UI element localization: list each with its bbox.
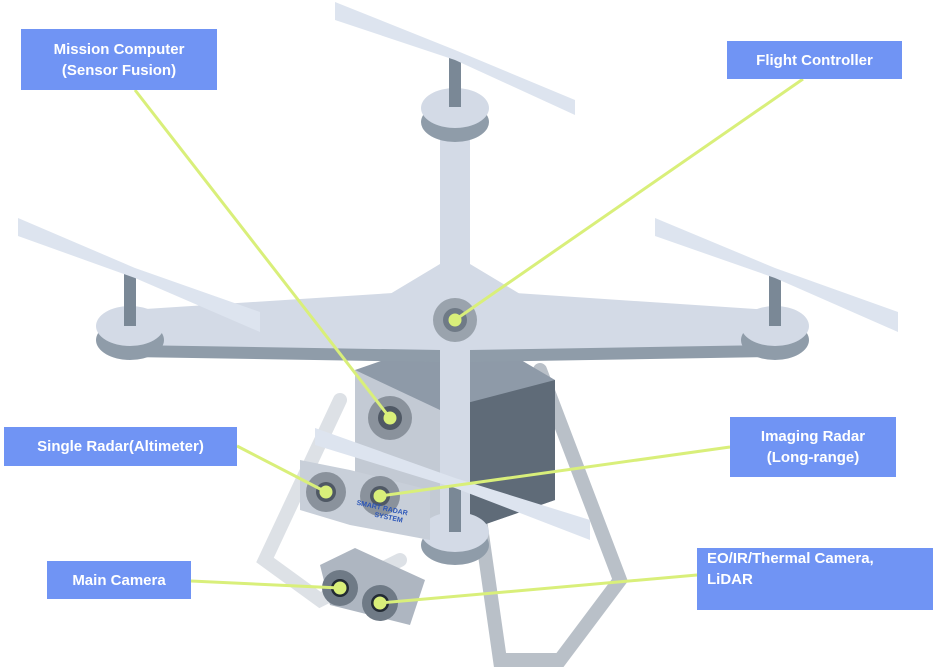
label-text: Flight Controller <box>756 51 873 69</box>
label-main-camera: Main Camera <box>47 561 191 599</box>
label-eo-ir-lidar: EO/IR/Thermal Camera, LiDAR <box>697 548 933 610</box>
label-single-radar: Single Radar(Altimeter) <box>4 427 237 466</box>
label-mission-computer: Mission Computer (Sensor Fusion) <box>21 29 217 90</box>
leader-main-camera <box>190 579 341 590</box>
leader-eo-ir <box>379 573 698 605</box>
label-text: Main Camera <box>72 571 166 589</box>
leader-imaging-radar <box>379 445 731 498</box>
radar-module <box>300 460 430 540</box>
label-text: Mission Computer (Sensor Fusion) <box>53 40 185 79</box>
leader-mission-computer <box>133 89 392 419</box>
label-text: LiDAR <box>707 571 753 588</box>
label-imaging-radar: Imaging Radar (Long-range) <box>730 417 896 477</box>
propellers <box>18 2 898 540</box>
label-text: Single Radar(Altimeter) <box>37 438 204 455</box>
label-flight-controller: Flight Controller <box>727 41 902 79</box>
label-text: Imaging Radar <box>760 428 866 445</box>
leader-single-radar <box>236 444 327 494</box>
leader-flight-controller <box>454 77 804 322</box>
label-text: (Long-range) <box>766 449 860 466</box>
label-text: EO/IR/Thermal Camera, <box>707 550 874 567</box>
leader-lines <box>133 77 804 610</box>
